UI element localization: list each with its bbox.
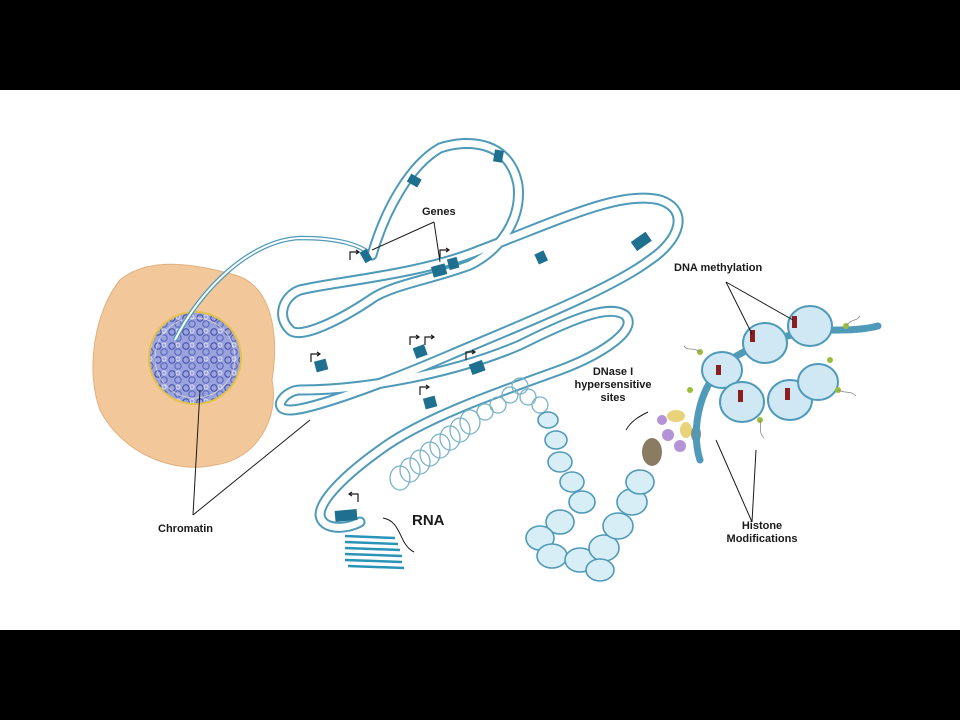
dnase-label: DNase I hypersensitive sites: [558, 366, 668, 405]
nucleus: [148, 311, 242, 405]
genes-label: Genes: [422, 206, 456, 218]
methylation-leader-lines: [725, 281, 794, 335]
nucleosome-chain: [525, 411, 655, 582]
rna-label: RNA: [412, 512, 445, 529]
dnase-label-line1: DNase I: [592, 366, 634, 378]
dnase-bracket: [625, 411, 649, 431]
dna-methylation-label: DNA methylation: [674, 262, 763, 274]
bent-arrow-icon: [310, 247, 477, 502]
histone-label-line2: Modifications: [726, 533, 798, 545]
solenoid-coil: [389, 377, 549, 491]
blob-icon: [642, 410, 701, 466]
diagram-panel: Genes Chromatin RNA DNA methylation DNas…: [0, 90, 960, 630]
chromatin-leader-lines: [192, 389, 311, 516]
histone-label-line1: Histone: [741, 520, 783, 532]
rna-bracket: [382, 517, 415, 553]
genes-leader-lines: [371, 221, 441, 263]
histone-modifications-label: Histone Modifications: [714, 520, 810, 546]
histone-leader-lines: [715, 439, 757, 523]
chromatin-diagram: [92, 137, 882, 582]
gene-bands: [313, 149, 652, 522]
chromatin-label: Chromatin: [158, 523, 213, 535]
nucleosome-array: [683, 305, 882, 464]
rna-transcripts: [344, 534, 405, 570]
dnase-label-line3: sites: [600, 392, 626, 404]
dnase-label-line2: hypersensitive: [574, 379, 652, 391]
